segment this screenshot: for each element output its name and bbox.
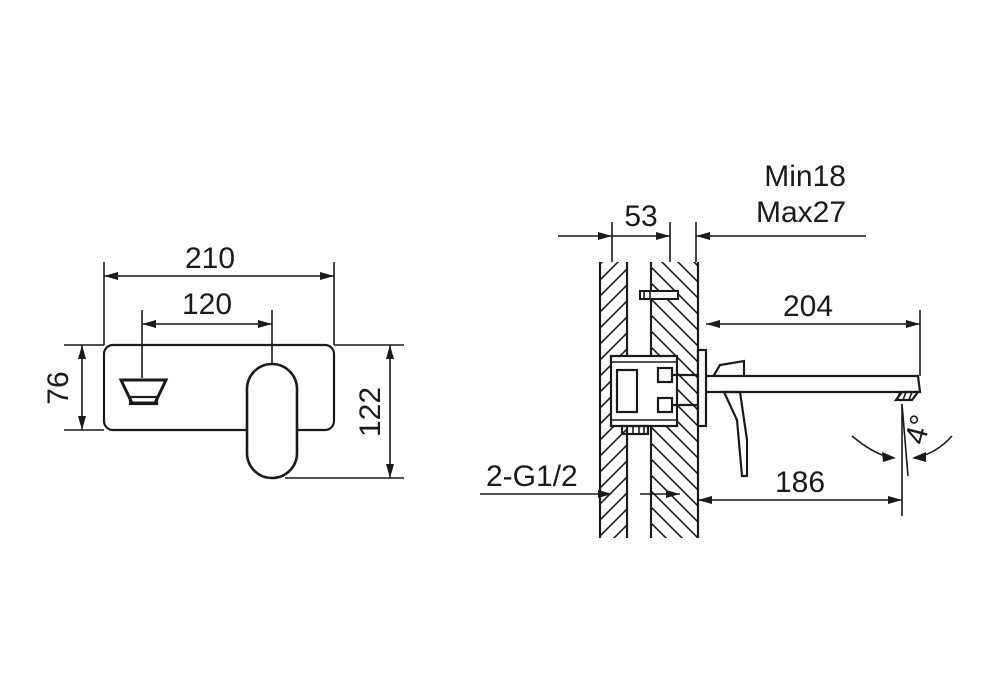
dim-body-reach: 186 <box>775 466 825 499</box>
spout-outlet <box>118 378 169 405</box>
spout <box>706 374 922 394</box>
concealed-valve-box <box>609 354 679 428</box>
dim-overall-width: 210 <box>185 242 235 275</box>
mounting-screw <box>639 290 679 300</box>
dim-thickness-max: Max27 <box>756 196 846 229</box>
front-view: 210 120 76 122 <box>42 242 404 480</box>
spout-outlet-tip <box>128 395 159 406</box>
dim-inlet-spacing: 120 <box>182 288 232 321</box>
dim-plate-height: 76 <box>42 371 75 404</box>
dim-overall-height: 122 <box>354 387 387 437</box>
dim-spout-reach: 204 <box>783 290 833 323</box>
side-view: 53 Min18 Max27 204 186 2-G1/2 4° <box>480 160 953 538</box>
dim-thickness-min: Min18 <box>764 160 846 193</box>
label-connection: 2-G1/2 <box>486 460 578 493</box>
wall-plate-side <box>696 348 708 428</box>
dim-wall-depth: 53 <box>624 200 657 233</box>
wall-plate <box>102 343 336 432</box>
lever <box>713 359 746 376</box>
lever-handle <box>245 362 299 480</box>
